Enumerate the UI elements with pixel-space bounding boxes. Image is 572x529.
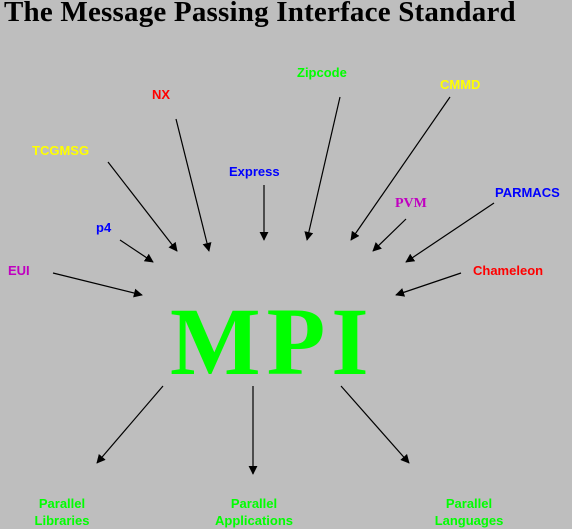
express-label: Express [229, 164, 280, 179]
zipcode-label: Zipcode [297, 65, 347, 80]
pvm-arrow [372, 218, 407, 252]
tcgmsg-arrow [107, 161, 178, 252]
parallel-languages-label: Parallel Languages [409, 495, 529, 529]
eui-label: EUI [8, 263, 30, 278]
parallel-applications-line2: Applications [214, 513, 293, 528]
cmmd-label: CMMD [440, 77, 481, 92]
zipcode-arrow [304, 96, 341, 241]
p4-arrow [119, 239, 154, 263]
cmmd-arrow [350, 96, 451, 241]
parallel-libraries-line1: Parallel [38, 496, 86, 511]
chameleon-label: Chameleon [473, 263, 544, 278]
nx-arrow [175, 118, 212, 252]
parallel-applications-label: Parallel Applications [194, 495, 314, 529]
parallel-languages-line1: Parallel [445, 496, 493, 511]
nx-label: NX [152, 87, 171, 102]
parallel-libraries-line2: Libraries [34, 513, 90, 528]
eui-arrow [52, 272, 143, 298]
tcgmsg-label: TCGMSG [32, 143, 90, 158]
p4-label: p4 [96, 220, 112, 235]
parmacs-arrow [405, 202, 495, 263]
pvm-label: PVM [395, 196, 427, 211]
parmacs-label: PARMACS [495, 185, 560, 200]
parallel-languages-line2: Languages [434, 513, 504, 528]
mpi-center-label: MPI [170, 288, 375, 395]
libraries-arrow [96, 385, 164, 464]
page-title: The Message Passing Interface Standard [4, 0, 516, 28]
languages-arrow [340, 385, 410, 464]
chameleon-arrow [395, 272, 462, 297]
parallel-applications-line1: Parallel [230, 496, 278, 511]
parallel-libraries-label: Parallel Libraries [2, 495, 122, 529]
